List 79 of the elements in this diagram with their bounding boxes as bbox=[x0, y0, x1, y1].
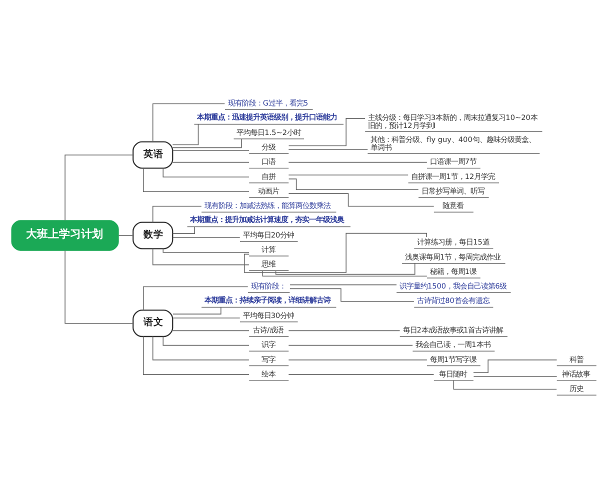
node-text: 古诗/成语 bbox=[253, 325, 284, 334]
connector bbox=[152, 248, 250, 266]
connector bbox=[473, 360, 558, 374]
connector bbox=[172, 138, 242, 148]
connector bbox=[172, 237, 240, 238]
connector bbox=[162, 336, 250, 346]
node-box: 英语 bbox=[132, 141, 174, 169]
node-text: 日常抄写单词、听写 bbox=[421, 186, 484, 196]
connector bbox=[288, 330, 400, 332]
node-box: 语文 bbox=[132, 310, 174, 338]
node-text: 现有阶段：加减法熟练，能算两位数乘法 bbox=[204, 201, 330, 210]
node-text: 思维 bbox=[262, 260, 276, 269]
connector bbox=[172, 307, 222, 314]
connector bbox=[162, 168, 250, 178]
node-text: 其他：科普分级、fly guy、400句、趣味分级黄盒、单词书 bbox=[370, 134, 536, 152]
node-text: 分级 bbox=[262, 142, 276, 152]
connector bbox=[152, 336, 250, 360]
connector bbox=[172, 162, 250, 163]
connector bbox=[290, 284, 397, 286]
connector bbox=[142, 286, 248, 311]
connector bbox=[142, 168, 250, 192]
connector bbox=[142, 336, 250, 375]
connector bbox=[453, 380, 557, 390]
connector bbox=[290, 288, 414, 302]
node-text: 计算 bbox=[262, 244, 276, 254]
connector bbox=[152, 206, 202, 223]
node-text: 平均每日20分钟 bbox=[242, 230, 294, 240]
node-text: 口语 bbox=[262, 157, 276, 166]
connector bbox=[152, 103, 226, 142]
connector bbox=[288, 178, 419, 190]
node-text: 历史 bbox=[569, 384, 584, 394]
connector bbox=[288, 193, 434, 207]
node-text: 现有阶段：G过半，看完5 bbox=[228, 98, 308, 108]
node-text: 主线分级：每日学习3本新的，周末拉通复习10~20本旧的，预计12月学到I bbox=[368, 112, 538, 130]
node-text: 识字 bbox=[262, 340, 276, 350]
node-box: 大班上学习计划 bbox=[11, 220, 119, 251]
connector bbox=[288, 344, 413, 346]
node-text: 本期重点：持续亲子阅读，详细讲解古诗 bbox=[204, 295, 330, 304]
node-text: 每日随时 bbox=[439, 369, 468, 378]
connector bbox=[275, 262, 416, 275]
node-text: 神话故事 bbox=[562, 369, 590, 378]
connector bbox=[64, 250, 134, 324]
node-text: 现有阶段： bbox=[250, 282, 286, 291]
connector bbox=[64, 154, 134, 221]
node-text: 自拼课一周1节，12月学完 bbox=[411, 172, 496, 181]
node-text: 秘籍，每周1课 bbox=[430, 266, 477, 276]
connector bbox=[473, 376, 558, 377]
connector bbox=[288, 149, 368, 150]
node-text: 口语课一周7节 bbox=[430, 157, 477, 166]
connector bbox=[288, 174, 409, 176]
node-text: 识字量约1500，我会自己读第6级 bbox=[400, 282, 507, 291]
connector bbox=[288, 162, 428, 163]
connector bbox=[162, 248, 250, 253]
node-text: 平均每日1.5~2小时 bbox=[236, 128, 302, 137]
connector bbox=[288, 118, 366, 146]
node-text: 古诗背过80首会有遗忘 bbox=[417, 296, 490, 306]
node-text: 写字 bbox=[262, 354, 276, 364]
connector bbox=[244, 232, 427, 273]
node-text: 计算练习册，每日15道 bbox=[417, 238, 490, 247]
node-text: 平均每日30分钟 bbox=[242, 310, 294, 320]
node-text: 本期重点：迅速提升英语级别，提升口语能力 bbox=[197, 112, 338, 122]
connector bbox=[288, 374, 434, 375]
node-text: 绘本 bbox=[262, 369, 276, 378]
connector bbox=[172, 226, 195, 234]
node-text: 科普 bbox=[569, 354, 584, 364]
connector bbox=[118, 235, 134, 236]
node-text: 自拼 bbox=[262, 172, 276, 181]
node-text: 本期重点：提升加减法计算速度，夯实一年级浅奥 bbox=[190, 214, 344, 224]
connector bbox=[262, 270, 428, 277]
node-box: 数学 bbox=[132, 222, 174, 250]
node-text: 动画片 bbox=[258, 186, 279, 196]
connector bbox=[172, 150, 250, 152]
node-text: 随意看 bbox=[442, 201, 464, 210]
node-text: 我会自己读，一周1本书 bbox=[416, 340, 490, 350]
node-text: 浅奥课每周1节，每周完成作业 bbox=[405, 252, 501, 262]
node-text: 每日2本成语故事或1首古诗讲解 bbox=[402, 325, 504, 334]
connector bbox=[172, 330, 250, 332]
connector bbox=[172, 124, 199, 146]
node-text: 每周1节写字课 bbox=[430, 354, 477, 364]
